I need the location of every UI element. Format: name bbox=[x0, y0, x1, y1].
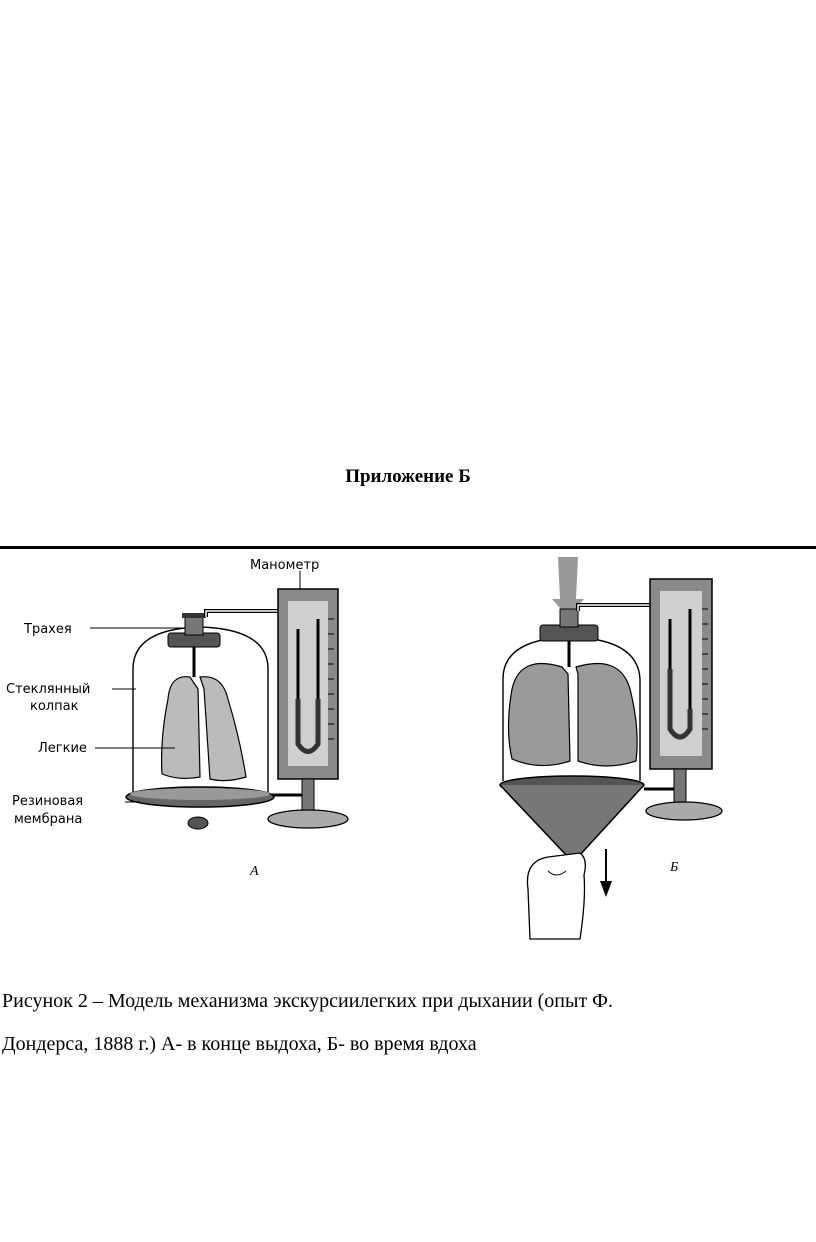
label-membrane-line1: Резиновая bbox=[12, 794, 83, 809]
label-panel-a: А bbox=[249, 864, 259, 879]
panel-b-apparatus bbox=[499, 557, 723, 940]
horizontal-rule bbox=[0, 546, 816, 549]
label-glass-bell-line1: Стеклянный bbox=[6, 682, 90, 697]
label-panel-b: Б bbox=[669, 860, 678, 875]
label-manometer: Манометр bbox=[250, 558, 319, 573]
donders-model-figure: Манометр Трахея Стеклянный колпак Легкие… bbox=[0, 549, 816, 949]
figure-caption-line1: Рисунок 2 – Модель механизма экскурсииле… bbox=[2, 990, 613, 1012]
label-lungs: Легкие bbox=[38, 741, 87, 756]
label-membrane-line2: мембрана bbox=[14, 812, 82, 827]
label-trachea: Трахея bbox=[23, 622, 72, 637]
panel-a-apparatus bbox=[90, 571, 349, 830]
figure-caption-line2: Дондерса, 1888 г.) А- в конце выдоха, Б-… bbox=[2, 1033, 477, 1055]
label-glass-bell-line2: колпак bbox=[30, 699, 79, 714]
appendix-heading: Приложение Б bbox=[345, 466, 471, 487]
